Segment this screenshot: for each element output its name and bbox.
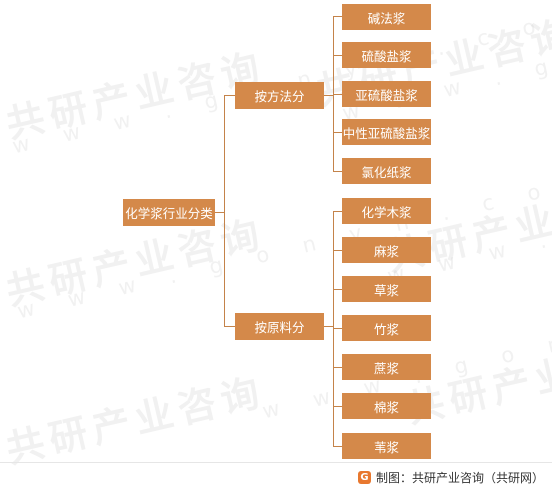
watermark-url: w w w . g o n y n . c o m <box>10 0 552 159</box>
leaf-node: 亚硫酸盐浆 <box>342 81 431 107</box>
watermark-text: 共研产业咨询 <box>382 177 552 280</box>
connector-line <box>333 406 342 407</box>
connector-line <box>324 95 334 96</box>
leaf-node: 棉浆 <box>342 393 431 419</box>
footer-credit: G 制图：共研产业咨询（共研网） <box>357 468 544 486</box>
connector-line <box>333 289 342 290</box>
leaf-node: 化学木浆 <box>342 198 431 224</box>
gonyn-logo-icon: G <box>357 470 371 484</box>
branch-node-material: 按原料分 <box>235 313 324 340</box>
connector-line <box>324 326 334 327</box>
leaf-node: 硫酸盐浆 <box>342 42 431 68</box>
root-node: 化学浆行业分类 <box>123 199 215 226</box>
leaf-node: 竹浆 <box>342 315 431 341</box>
footer-divider <box>0 462 552 463</box>
connector-line <box>333 211 342 212</box>
leaf-node: 氯化纸浆 <box>342 158 431 184</box>
connector-line <box>333 132 342 133</box>
connector-line <box>333 94 342 95</box>
connector-line <box>333 211 334 447</box>
connector-line <box>333 446 342 447</box>
watermark-text: 共研产业咨询 <box>2 44 270 147</box>
connector-line <box>333 328 342 329</box>
leaf-node: 碱法浆 <box>342 4 431 30</box>
watermark-text: 共研产业咨询 <box>2 369 270 472</box>
leaf-node: 麻浆 <box>342 237 431 263</box>
leaf-node: 中性亚硫酸盐浆 <box>342 119 431 145</box>
connector-line <box>333 171 342 172</box>
credit-text: 制图：共研产业咨询（共研网） <box>375 470 544 485</box>
connector-line <box>224 95 225 327</box>
connector-line <box>333 55 342 56</box>
connector-line <box>224 326 235 327</box>
connector-line <box>333 367 342 368</box>
branch-node-method: 按方法分 <box>235 82 324 109</box>
connector-line <box>215 212 225 213</box>
leaf-node: 草浆 <box>342 276 431 302</box>
leaf-node: 苇浆 <box>342 433 431 459</box>
connector-line <box>224 95 235 96</box>
watermark-url: w w w . g o n y n . c o m <box>15 163 552 324</box>
connector-line <box>333 250 342 251</box>
connector-line <box>333 16 342 17</box>
leaf-node: 蔗浆 <box>342 354 431 380</box>
